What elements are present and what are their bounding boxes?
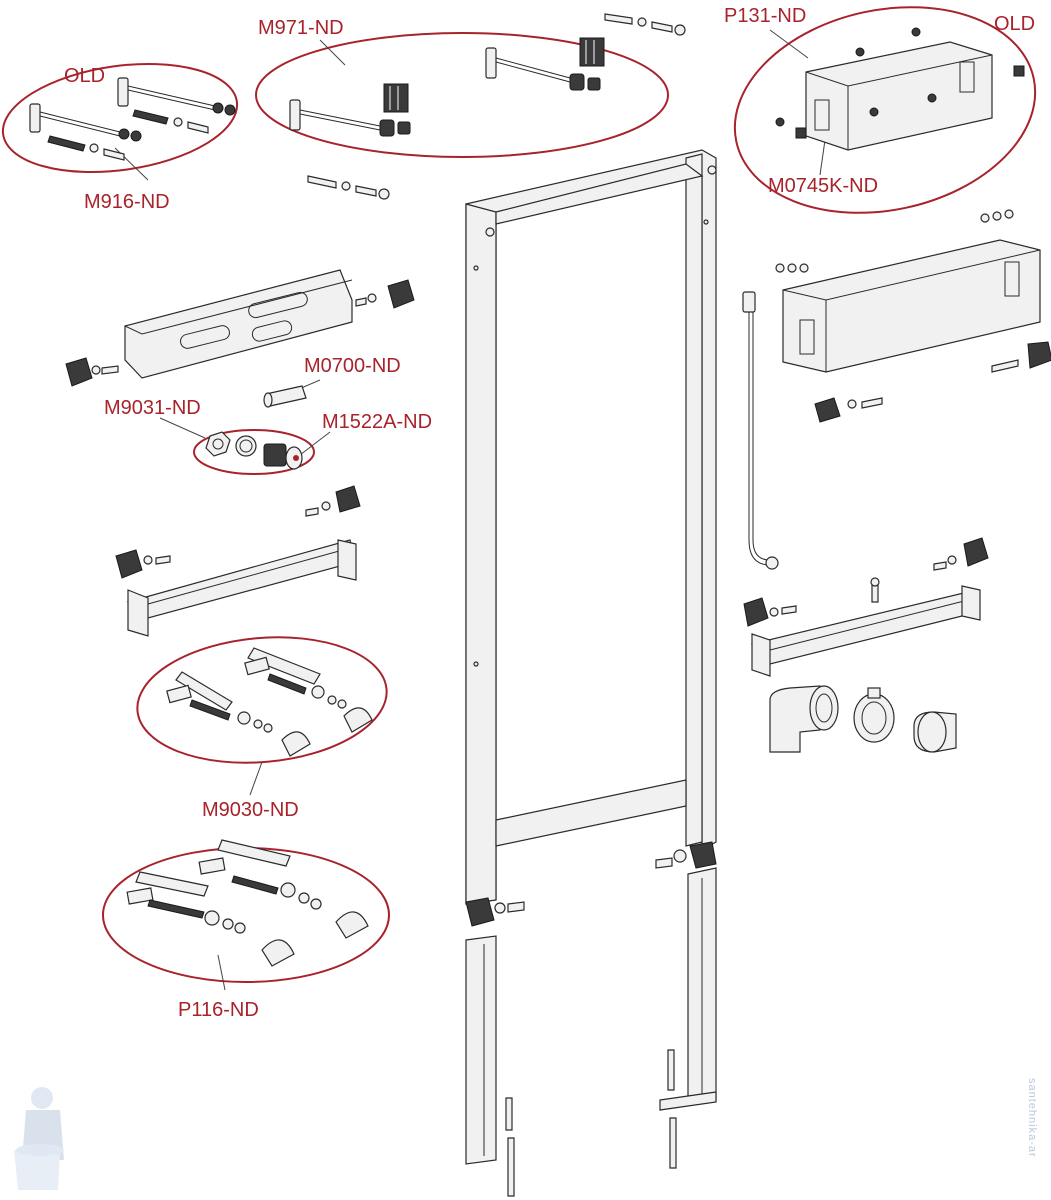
- pipe-clamp: [853, 687, 895, 743]
- p131-leader: [769, 29, 809, 59]
- m9030-leader: [249, 761, 263, 796]
- mid-screw-set: [307, 175, 390, 200]
- m9030-callout-ring: [136, 636, 388, 764]
- m1522a-label: M1522A-ND: [322, 411, 433, 433]
- left-middle-rail: [115, 485, 361, 637]
- m9031-leader: [159, 417, 206, 439]
- left-upper-bracket: [65, 269, 415, 387]
- right-leg: [655, 841, 717, 1169]
- site-watermark: santehnika-ar: [1022, 1078, 1042, 1196]
- m971-leader: [319, 39, 346, 66]
- m9030-stud-kit: [166, 647, 373, 757]
- main-frame: [465, 149, 717, 905]
- p131-label: P131-ND: [724, 5, 807, 27]
- watermark-text: santehnika-ar: [1026, 1078, 1038, 1158]
- right-upper-bracket: [775, 209, 1051, 423]
- flex-hose: [742, 291, 779, 570]
- m9031-label: M9031-ND: [104, 397, 201, 419]
- old-label-right: OLD: [994, 13, 1036, 35]
- drain-elbow: [769, 685, 839, 753]
- top-screw-set: [604, 13, 686, 36]
- m916-callout-ring: [1, 62, 239, 174]
- m916-label: M916-ND: [84, 191, 170, 213]
- m916-anchor-set: [29, 77, 236, 161]
- plumber-mascot-logo: [14, 1087, 64, 1190]
- m0745k-leader: [819, 139, 826, 176]
- p131-bracket: [775, 27, 1025, 151]
- p116-leader: [217, 954, 226, 991]
- p116-label: P116-ND: [178, 999, 259, 1021]
- m971-label: M971-ND: [258, 17, 344, 39]
- old-label-left: OLD: [64, 65, 106, 87]
- m971-callout-ring: [255, 32, 669, 158]
- p131-callout-ring: [733, 6, 1037, 214]
- m0745k-label: M0745K-ND: [768, 175, 879, 197]
- p116-stud-kit: [126, 839, 369, 967]
- m0700-pipe-fitting: [263, 385, 307, 408]
- m971-anchor-set: [289, 37, 605, 137]
- m9031-nut-and-washer: [205, 431, 257, 457]
- m0700-label: M0700-ND: [304, 355, 401, 377]
- m1522a-connector: [263, 443, 303, 470]
- end-cap: [913, 711, 957, 753]
- m9030-label: M9030-ND: [202, 799, 299, 821]
- m9031-callout-ring: [193, 429, 315, 475]
- right-lower-rail: [743, 537, 989, 677]
- m1522a-leader: [299, 431, 331, 456]
- left-leg: [465, 897, 525, 1197]
